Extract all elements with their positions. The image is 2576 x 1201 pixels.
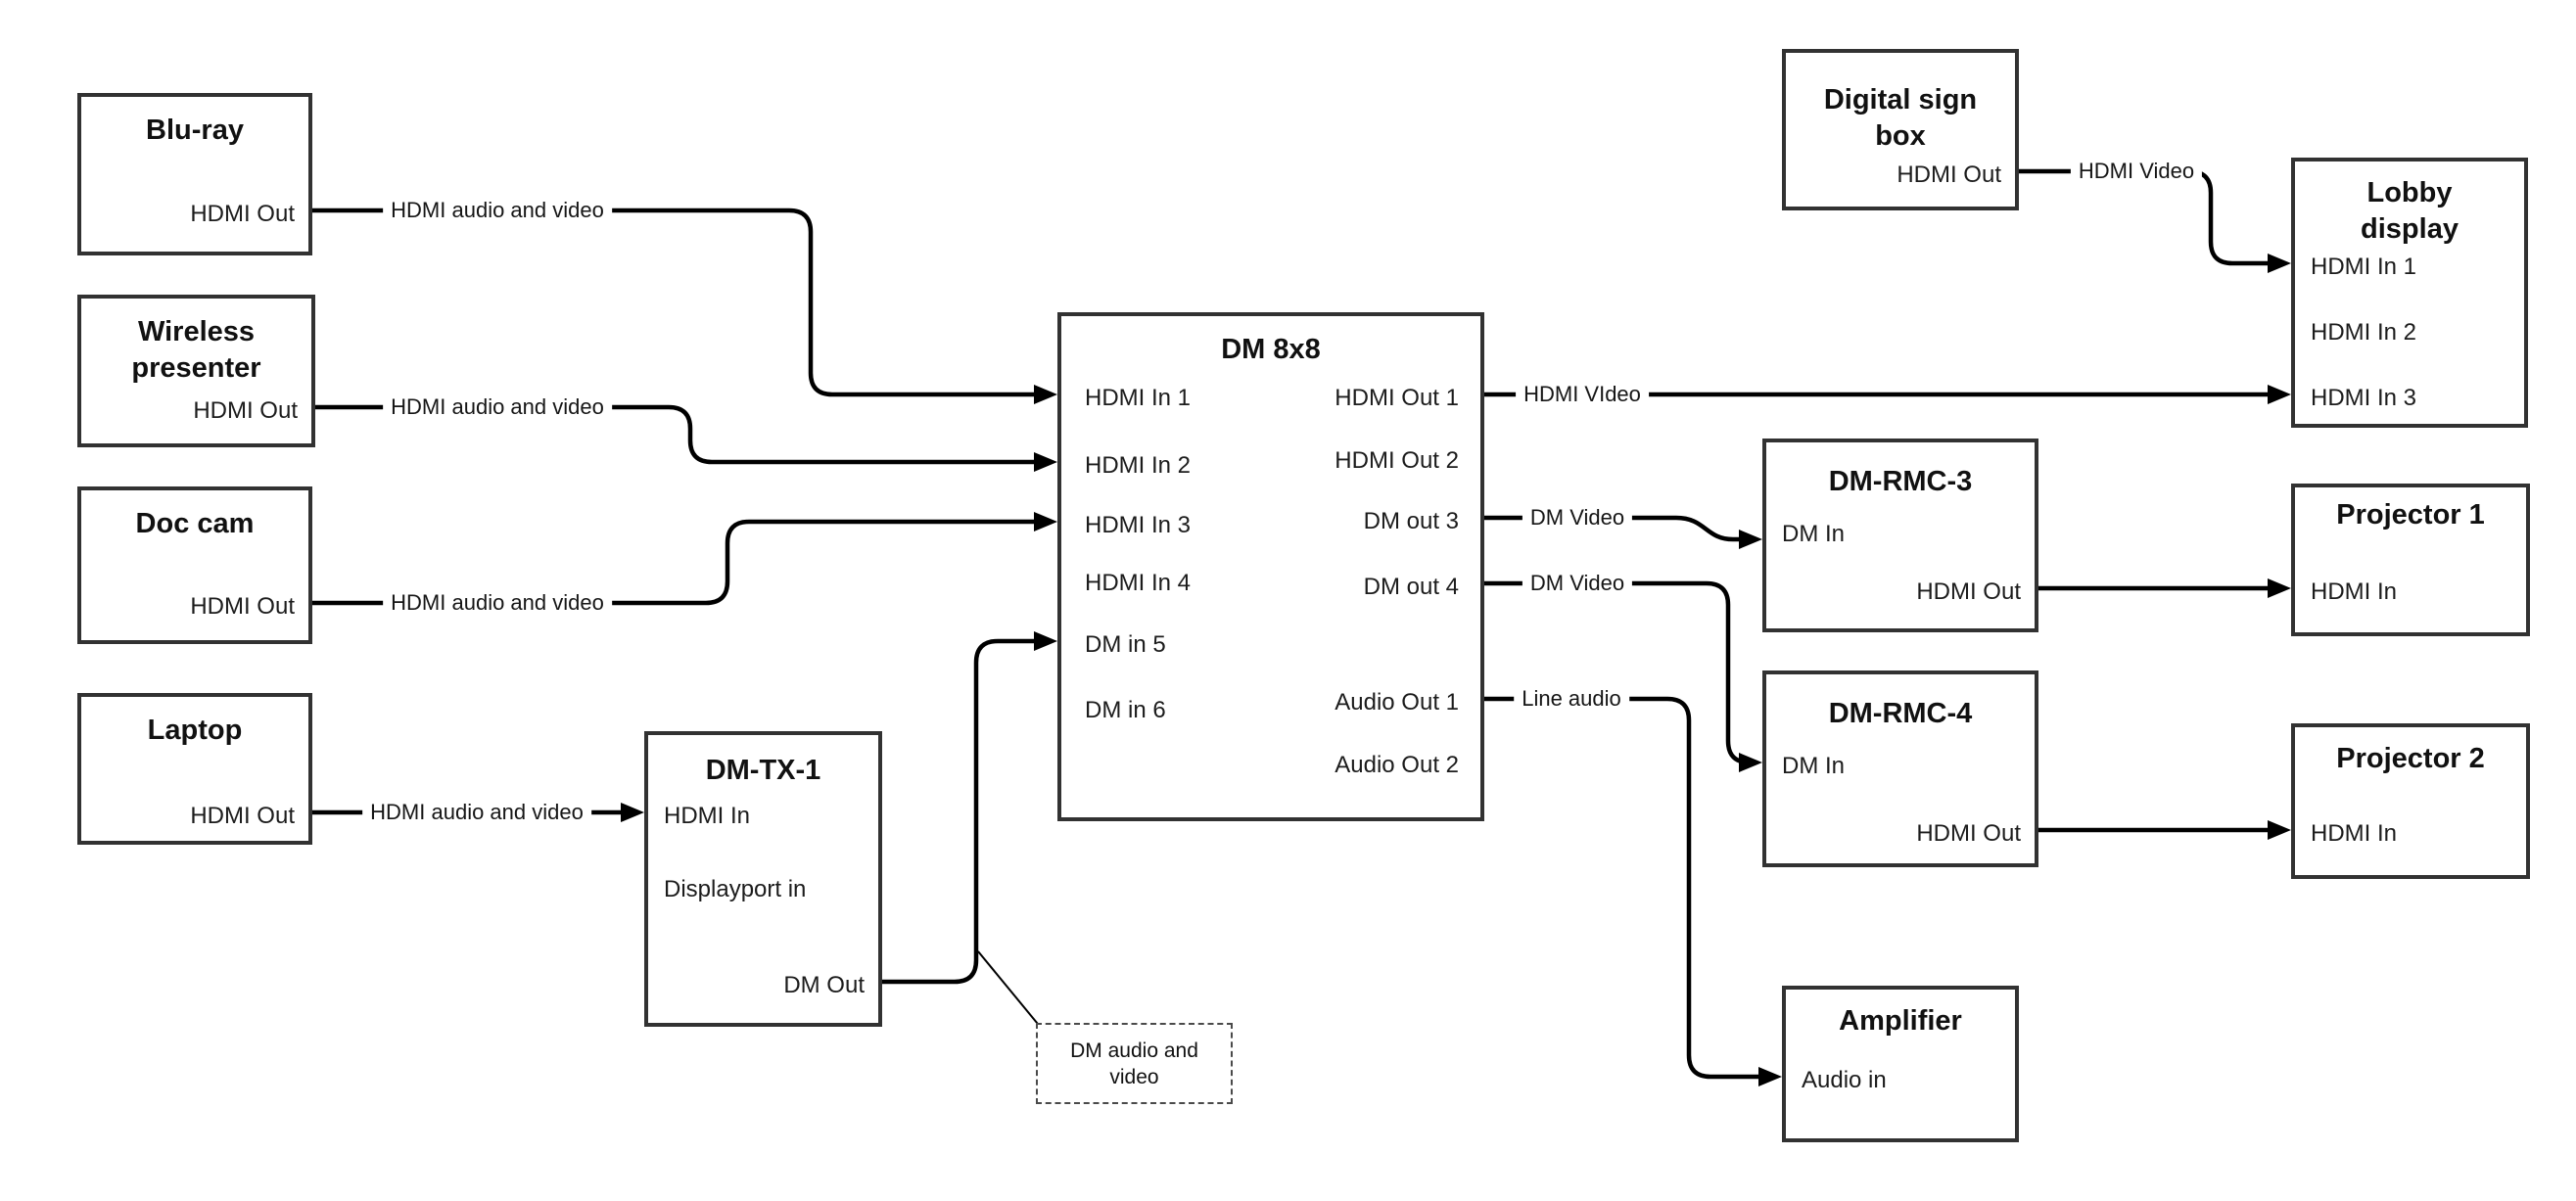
node-title: DM-RMC-4 (1828, 698, 1973, 729)
port-hdmi-in-3: HDMI In 3 (2311, 385, 2417, 411)
port-hdmi-out: HDMI Out (190, 201, 295, 227)
wire-dm8x8-out3-to-dmrmc3 (1484, 515, 1762, 549)
wire-wireless-to-dm8x8-in2 (312, 404, 1057, 472)
port-hdmi-in-3: HDMI In 3 (1085, 512, 1192, 538)
arrowhead (1739, 753, 1762, 772)
arrowhead (2268, 820, 2291, 840)
port-hdmi-in-4: HDMI In 4 (1085, 570, 1192, 596)
wire-dmtx1-to-dm8x8-in5 (882, 631, 1057, 985)
wire-bluray-to-dm8x8-in1 (312, 208, 1057, 404)
node-amplifier: Amplifier Audio in (1782, 986, 2019, 1142)
node-bluray: Blu-ray HDMI Out (77, 93, 312, 255)
node-dm-rmc-4: DM-RMC-4 DM In HDMI Out (1762, 670, 2038, 867)
arrowhead (1758, 1067, 1782, 1086)
port-dm-out-4: DM out 4 (1363, 574, 1459, 600)
node-digital-sign-box: Digital sign box HDMI Out (1782, 49, 2019, 210)
arrowhead (2268, 578, 2291, 598)
node-title: DM-RMC-3 (1828, 466, 1973, 497)
wire-label-hdmi-audio-video: HDMI audio and video (383, 394, 612, 420)
node-title: DM 8x8 (1221, 334, 1321, 365)
node-title: Amplifier (1839, 1005, 1962, 1037)
node-dm-rmc-3: DM-RMC-3 DM In HDMI Out (1762, 439, 2038, 632)
arrowhead (1034, 631, 1057, 651)
port-hdmi-in-1: HDMI In 1 (2311, 254, 2417, 280)
node-projector-1: Projector 1 HDMI In (2291, 484, 2530, 636)
node-dm-tx-1: DM-TX-1 HDMI In Displayport in DM Out (644, 731, 882, 1027)
port-hdmi-out: HDMI Out (1897, 162, 2001, 188)
port-audio-out-2: Audio Out 2 (1335, 752, 1459, 778)
port-dm-in-5: DM in 5 (1085, 631, 1166, 658)
port-dm-in: DM In (1782, 521, 1846, 547)
node-title: Laptop (147, 715, 243, 746)
node-title: Lobby display (2361, 177, 2459, 245)
node-title: DM-TX-1 (705, 755, 821, 786)
arrowhead (2268, 254, 2291, 273)
port-hdmi-in: HDMI In (2311, 820, 2398, 847)
node-lobby-display: Lobby display HDMI In 1 HDMI In 2 HDMI I… (2291, 158, 2528, 428)
port-hdmi-in: HDMI In (2311, 578, 2398, 605)
arrowhead (1034, 385, 1057, 404)
port-hdmi-out: HDMI Out (190, 803, 295, 829)
arrowhead (1034, 452, 1057, 472)
wire-label-hdmi-audio-video: HDMI audio and video (362, 800, 591, 825)
port-hdmi-out: HDMI Out (1916, 820, 2021, 847)
port-hdmi-out: HDMI Out (1916, 578, 2021, 605)
wire-label-line-audio: Line audio (1514, 686, 1629, 712)
node-doc-cam: Doc cam HDMI Out (77, 486, 312, 644)
port-displayport-in: Displayport in (664, 876, 807, 902)
port-hdmi-out-2: HDMI Out 2 (1335, 447, 1459, 474)
node-projector-2: Projector 2 HDMI In (2291, 723, 2530, 879)
wire-label-hdmi-video: HDMI Video (2070, 159, 2203, 184)
arrowhead (1034, 512, 1057, 531)
node-laptop: Laptop HDMI Out (77, 693, 312, 845)
arrowhead (1739, 530, 1762, 549)
wire-doccam-to-dm8x8-in3 (312, 512, 1057, 606)
wire-label-dm-video: DM Video (1522, 505, 1633, 531)
node-title: Wireless presenter (131, 316, 261, 384)
port-dm-in-6: DM in 6 (1085, 697, 1166, 723)
node-title: Blu-ray (146, 115, 244, 146)
wire-label-hdmi-audio-video: HDMI audio and video (383, 590, 612, 616)
port-audio-out-1: Audio Out 1 (1335, 689, 1459, 716)
port-hdmi-out: HDMI Out (193, 397, 298, 424)
arrowhead (621, 803, 644, 822)
node-wireless-presenter: Wireless presenter HDMI Out (77, 295, 315, 447)
port-dm-in: DM In (1782, 753, 1846, 779)
wire-label-dm-video: DM Video (1522, 571, 1633, 596)
wire-dm8x8-aout1-to-amplifier (1484, 696, 1782, 1086)
wire-label-hdmi-video: HDMI VIdeo (1516, 382, 1649, 407)
node-title: Digital sign box (1823, 84, 1978, 152)
wire-dmrmc3-to-proj1 (2038, 578, 2291, 598)
node-title: Projector 1 (2336, 499, 2485, 531)
wire-dmrmc4-to-proj2 (2038, 820, 2291, 840)
port-audio-in: Audio in (1802, 1067, 1887, 1093)
node-title: Doc cam (135, 508, 255, 539)
wire-digitalsign-to-lobby-in1 (2019, 168, 2291, 273)
node-title: Projector 2 (2336, 743, 2485, 774)
wire-dm8x8-out4-to-dmrmc4 (1484, 580, 1762, 772)
port-hdmi-out: HDMI Out (190, 593, 295, 620)
port-hdmi-in-1: HDMI In 1 (1085, 385, 1192, 411)
port-hdmi-in: HDMI In (664, 803, 751, 829)
note-dm-audio-and-video: DM audio and video (1036, 1023, 1233, 1104)
port-hdmi-in-2: HDMI In 2 (2311, 319, 2417, 346)
port-dm-out-3: DM out 3 (1363, 508, 1459, 534)
port-hdmi-in-2: HDMI In 2 (1085, 452, 1192, 479)
port-dm-out: DM Out (783, 972, 865, 998)
port-hdmi-out-1: HDMI Out 1 (1335, 385, 1459, 411)
arrowhead (2268, 385, 2291, 404)
note-leader-line (977, 950, 1043, 1030)
node-dm-8x8-switcher: DM 8x8 HDMI In 1 HDMI In 2 HDMI In 3 HDM… (1057, 312, 1484, 821)
wire-label-hdmi-audio-video: HDMI audio and video (383, 198, 612, 223)
